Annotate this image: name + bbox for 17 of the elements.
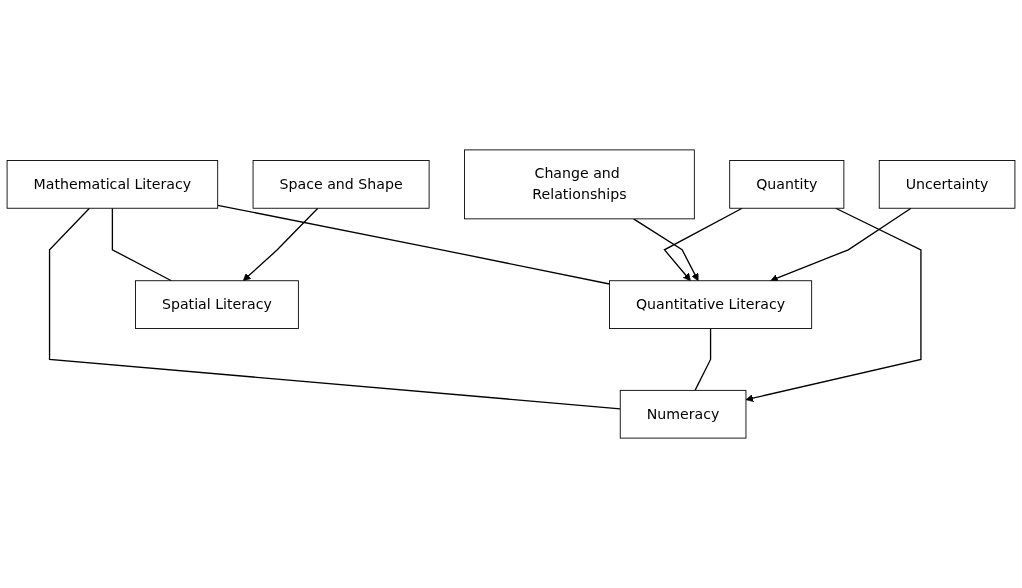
arrow (770, 207, 912, 282)
node-box: Uncertainty (878, 160, 1016, 209)
connector (217, 204, 611, 285)
node-box: Mathematical Literacy (6, 160, 219, 209)
connector (48, 207, 621, 410)
arrow (632, 218, 699, 282)
arrow (663, 207, 743, 282)
node-box: Quantitative Literacy (609, 280, 813, 329)
connector (111, 207, 173, 282)
node-box: Quantity (729, 160, 845, 209)
connector (694, 327, 712, 392)
arrow (242, 207, 319, 282)
node-box: Spatial Literacy (135, 280, 299, 329)
arrow (745, 207, 922, 402)
node-box: Numeracy (619, 389, 747, 439)
node-box: Change and Relationships (464, 149, 695, 220)
node-box: Space and Shape (252, 160, 430, 209)
